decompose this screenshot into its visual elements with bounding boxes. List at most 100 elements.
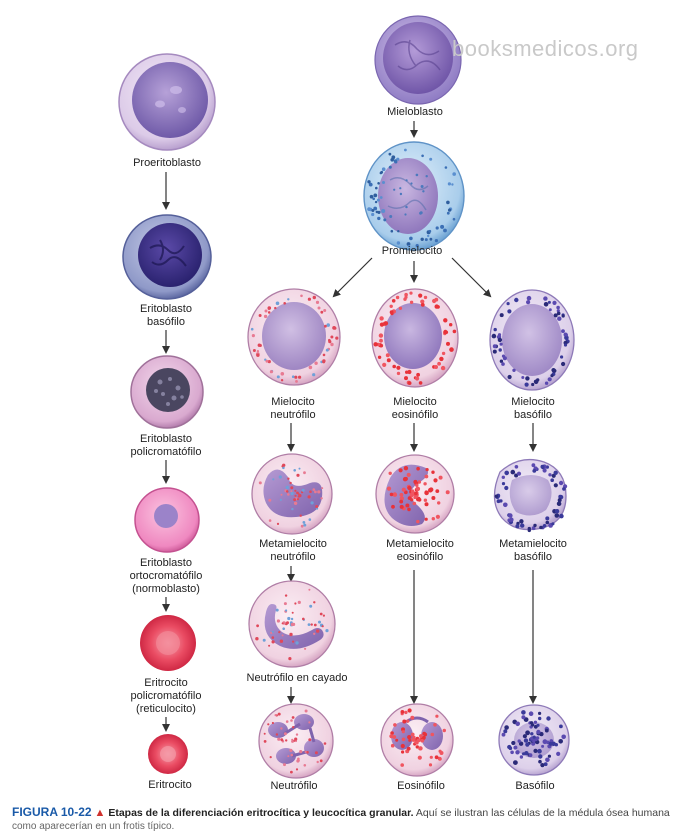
cell-mieloblasto xyxy=(374,15,462,105)
granule xyxy=(437,756,442,761)
granule xyxy=(437,501,441,505)
cell-eritoblasto-ortocromatofilo xyxy=(134,487,200,553)
granule xyxy=(410,732,415,737)
granule xyxy=(335,336,339,340)
granule xyxy=(407,369,412,375)
label-metamielocito-neutrofilo: Metamielocito neutrófilo xyxy=(259,538,327,563)
granule xyxy=(295,380,298,383)
granule xyxy=(533,748,538,754)
granule xyxy=(295,641,299,645)
granule xyxy=(285,485,289,490)
granule xyxy=(293,469,297,472)
granule xyxy=(395,295,400,300)
granule xyxy=(281,634,284,637)
label-eritoblasto-ortocromatofilo: Eritoblasto ortocromatófilo (normoblasto… xyxy=(129,557,203,595)
granule xyxy=(309,604,313,608)
granule xyxy=(406,242,411,246)
granule xyxy=(399,192,403,196)
granule xyxy=(532,735,536,739)
granule xyxy=(399,504,404,509)
label-eritoblasto-policromatofilo: Eritoblasto policromatófilo xyxy=(130,433,202,458)
granule xyxy=(313,623,317,627)
granule xyxy=(530,723,535,727)
granule xyxy=(250,327,254,331)
granule xyxy=(437,361,441,366)
cell-eritrocito-policromatofilo xyxy=(140,615,196,671)
granule xyxy=(545,757,550,763)
granule xyxy=(416,372,420,377)
granule xyxy=(320,497,323,500)
granule xyxy=(564,335,569,341)
granule xyxy=(269,756,272,759)
granule xyxy=(541,744,545,748)
granule xyxy=(258,314,262,317)
granule xyxy=(389,734,394,739)
granule xyxy=(265,359,269,363)
granule xyxy=(274,306,277,310)
granule xyxy=(499,359,504,363)
granule xyxy=(391,504,395,509)
granule xyxy=(533,379,539,385)
granule xyxy=(367,207,371,212)
granule xyxy=(386,486,392,491)
granule xyxy=(501,475,505,479)
granule xyxy=(543,302,549,307)
granule xyxy=(538,716,542,721)
granule xyxy=(291,740,294,743)
granule xyxy=(446,211,450,215)
cell-promielocito xyxy=(363,141,465,251)
granule xyxy=(325,629,329,633)
granule xyxy=(424,517,428,521)
cell-eosinofilo xyxy=(380,703,454,777)
granule xyxy=(287,477,290,480)
granule xyxy=(515,750,520,755)
granule xyxy=(413,494,418,499)
granule xyxy=(554,743,558,747)
granule xyxy=(433,478,438,483)
granule xyxy=(428,763,433,767)
label-promielocito: Promielocito xyxy=(381,245,443,257)
granule xyxy=(545,516,550,521)
granule xyxy=(289,748,293,753)
granule xyxy=(392,492,398,497)
granule xyxy=(277,712,281,716)
granule xyxy=(547,754,552,758)
granule xyxy=(399,492,404,497)
caption-text: Aquí se ilustran las células de la médul… xyxy=(415,807,670,819)
granule xyxy=(314,751,318,755)
cell-eritoblasto-policromatofilo xyxy=(130,355,204,429)
granule xyxy=(290,490,293,493)
granule xyxy=(538,711,542,716)
granule xyxy=(507,309,512,314)
granule xyxy=(548,741,553,746)
granule xyxy=(293,501,298,505)
granule xyxy=(418,381,423,385)
granule xyxy=(492,349,497,354)
granule xyxy=(434,239,438,243)
granule xyxy=(297,759,300,762)
granule xyxy=(404,213,407,216)
granule xyxy=(504,470,510,476)
granule xyxy=(294,737,298,741)
granule xyxy=(278,631,281,634)
granule xyxy=(439,356,444,362)
granule xyxy=(527,526,531,531)
granule xyxy=(290,617,294,621)
granule xyxy=(291,611,294,614)
granule xyxy=(404,292,408,297)
granule xyxy=(416,519,420,524)
granule xyxy=(287,298,290,301)
cell-metamielocito-neutrofilo xyxy=(251,453,333,535)
granule xyxy=(371,209,375,212)
granule xyxy=(506,302,510,306)
granule xyxy=(298,375,302,379)
granule xyxy=(537,748,542,754)
granule xyxy=(435,714,439,718)
granule xyxy=(287,755,290,758)
granule xyxy=(419,211,422,215)
caption-figure-number: FIGURA 10-22 xyxy=(12,805,92,819)
granule xyxy=(525,742,530,747)
granule xyxy=(292,640,295,643)
granule xyxy=(492,344,497,349)
granule xyxy=(256,353,260,357)
